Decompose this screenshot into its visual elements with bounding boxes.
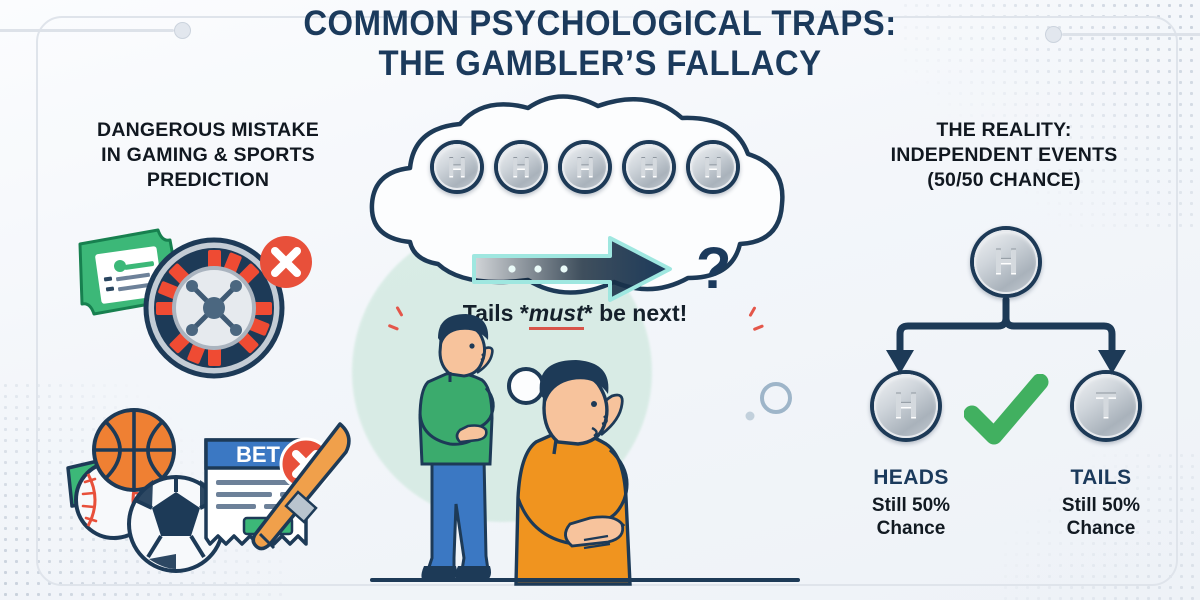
coin-heads-1: H [430, 140, 484, 194]
coin-heads-outcome: H [870, 370, 942, 442]
left-panel-heading: DANGEROUS MISTAKE IN GAMING & SPORTS PRE… [38, 118, 378, 193]
coin-glyph: H [575, 152, 595, 182]
right-panel-heading: THE REALITY: INDEPENDENT EVENTS (50/50 C… [834, 118, 1174, 193]
title-line-1: COMMON PSYCHOLOGICAL TRAPS: [303, 4, 897, 43]
outcome-tails: TAILS Still 50% Chance [1026, 466, 1176, 540]
baseball-bat-icon [251, 422, 351, 551]
red-x-badge-icon [260, 236, 312, 288]
coin-flip-tree: H H T [836, 222, 1176, 472]
thought-bubble-outline [369, 94, 785, 295]
pin-knob [174, 21, 191, 39]
legs [425, 456, 490, 572]
bet-slip-label: BET [236, 442, 281, 467]
pin-stem [0, 28, 174, 32]
coin-heads-4: H [622, 140, 676, 194]
coin-heads-2: H [494, 140, 548, 194]
right-heading-line-1: THE REALITY: [936, 119, 1072, 141]
right-heading-line-2: INDEPENDENT EVENTS [890, 143, 1118, 166]
thought-bubble: H H H H H [352, 92, 798, 342]
ground-line [370, 578, 800, 582]
roulette-wheel-icon [143, 237, 285, 379]
outcome-name: TAILS [1070, 466, 1132, 489]
right-heading-line-3: (50/50 CHANCE) [927, 168, 1081, 191]
basketball-icon [92, 408, 176, 492]
coin-tails-outcome: T [1070, 370, 1142, 442]
left-heading-line-1: DANGEROUS MISTAKE [97, 119, 319, 141]
outcome-sub-line-1: Still 50% [1061, 495, 1141, 516]
outcome-labels: HEADS Still 50% Chance TAILS Still 50% C… [836, 466, 1176, 540]
tree-node-tails: T [1070, 370, 1142, 442]
right-arrow-icon [472, 236, 672, 302]
coin-glyph: H [993, 243, 1019, 281]
torso [514, 430, 632, 586]
spark-icon [748, 306, 757, 317]
coin-glyph: H [639, 152, 659, 182]
coin-sequence: H H H H H [430, 140, 740, 194]
outcome-sub-line-2: Chance [876, 518, 946, 540]
coin-glyph: T [1095, 387, 1117, 425]
thought-text: Tails *must* be next! [352, 300, 798, 331]
question-mark: ? [696, 235, 732, 301]
page-title: COMMON PSYCHOLOGICAL TRAPS: THE GAMBLER’… [0, 4, 1200, 85]
tree-node-heads: H [870, 370, 942, 442]
thinking-person-orange [498, 358, 658, 595]
pin-knob [1045, 25, 1062, 43]
coin-glyph: H [447, 152, 467, 182]
head [438, 314, 489, 382]
thinking-person-green [398, 308, 518, 595]
coin-glyph: H [511, 152, 531, 182]
left-heading-line-2: IN GAMING & SPORTS [101, 143, 315, 166]
head [539, 360, 609, 455]
torso [418, 371, 495, 466]
coin-heads-5: H [686, 140, 740, 194]
thought-bubble-tail-right [745, 382, 792, 421]
outcome-sub-line-1: Still 50% [871, 495, 951, 516]
outcome-heads: HEADS Still 50% Chance [836, 466, 986, 540]
green-checkmark-icon [963, 373, 1050, 455]
tree-node-root: H [970, 226, 1042, 298]
gambling-icons-group [62, 222, 322, 397]
sports-betting-icons-group: BET [58, 402, 358, 597]
coin-glyph: H [703, 152, 723, 182]
pin-stem [1062, 32, 1200, 36]
coin-root: H [970, 226, 1042, 298]
thought-suffix: * be next! [583, 300, 688, 326]
coin-glyph: H [893, 387, 919, 425]
prediction-arrow-group: ? [470, 230, 731, 308]
left-heading-line-3: PREDICTION [146, 168, 270, 191]
outcome-name: HEADS [873, 466, 949, 489]
thought-emphasis: must [528, 300, 584, 330]
title-line-2: THE GAMBLER’S FALLACY [378, 44, 822, 84]
tree-connectors [886, 296, 1126, 374]
outcome-sub-line-2: Chance [1066, 518, 1136, 540]
decorative-pin-left [0, 21, 191, 39]
coin-heads-3: H [558, 140, 612, 194]
decorative-pin-right [1045, 25, 1200, 43]
